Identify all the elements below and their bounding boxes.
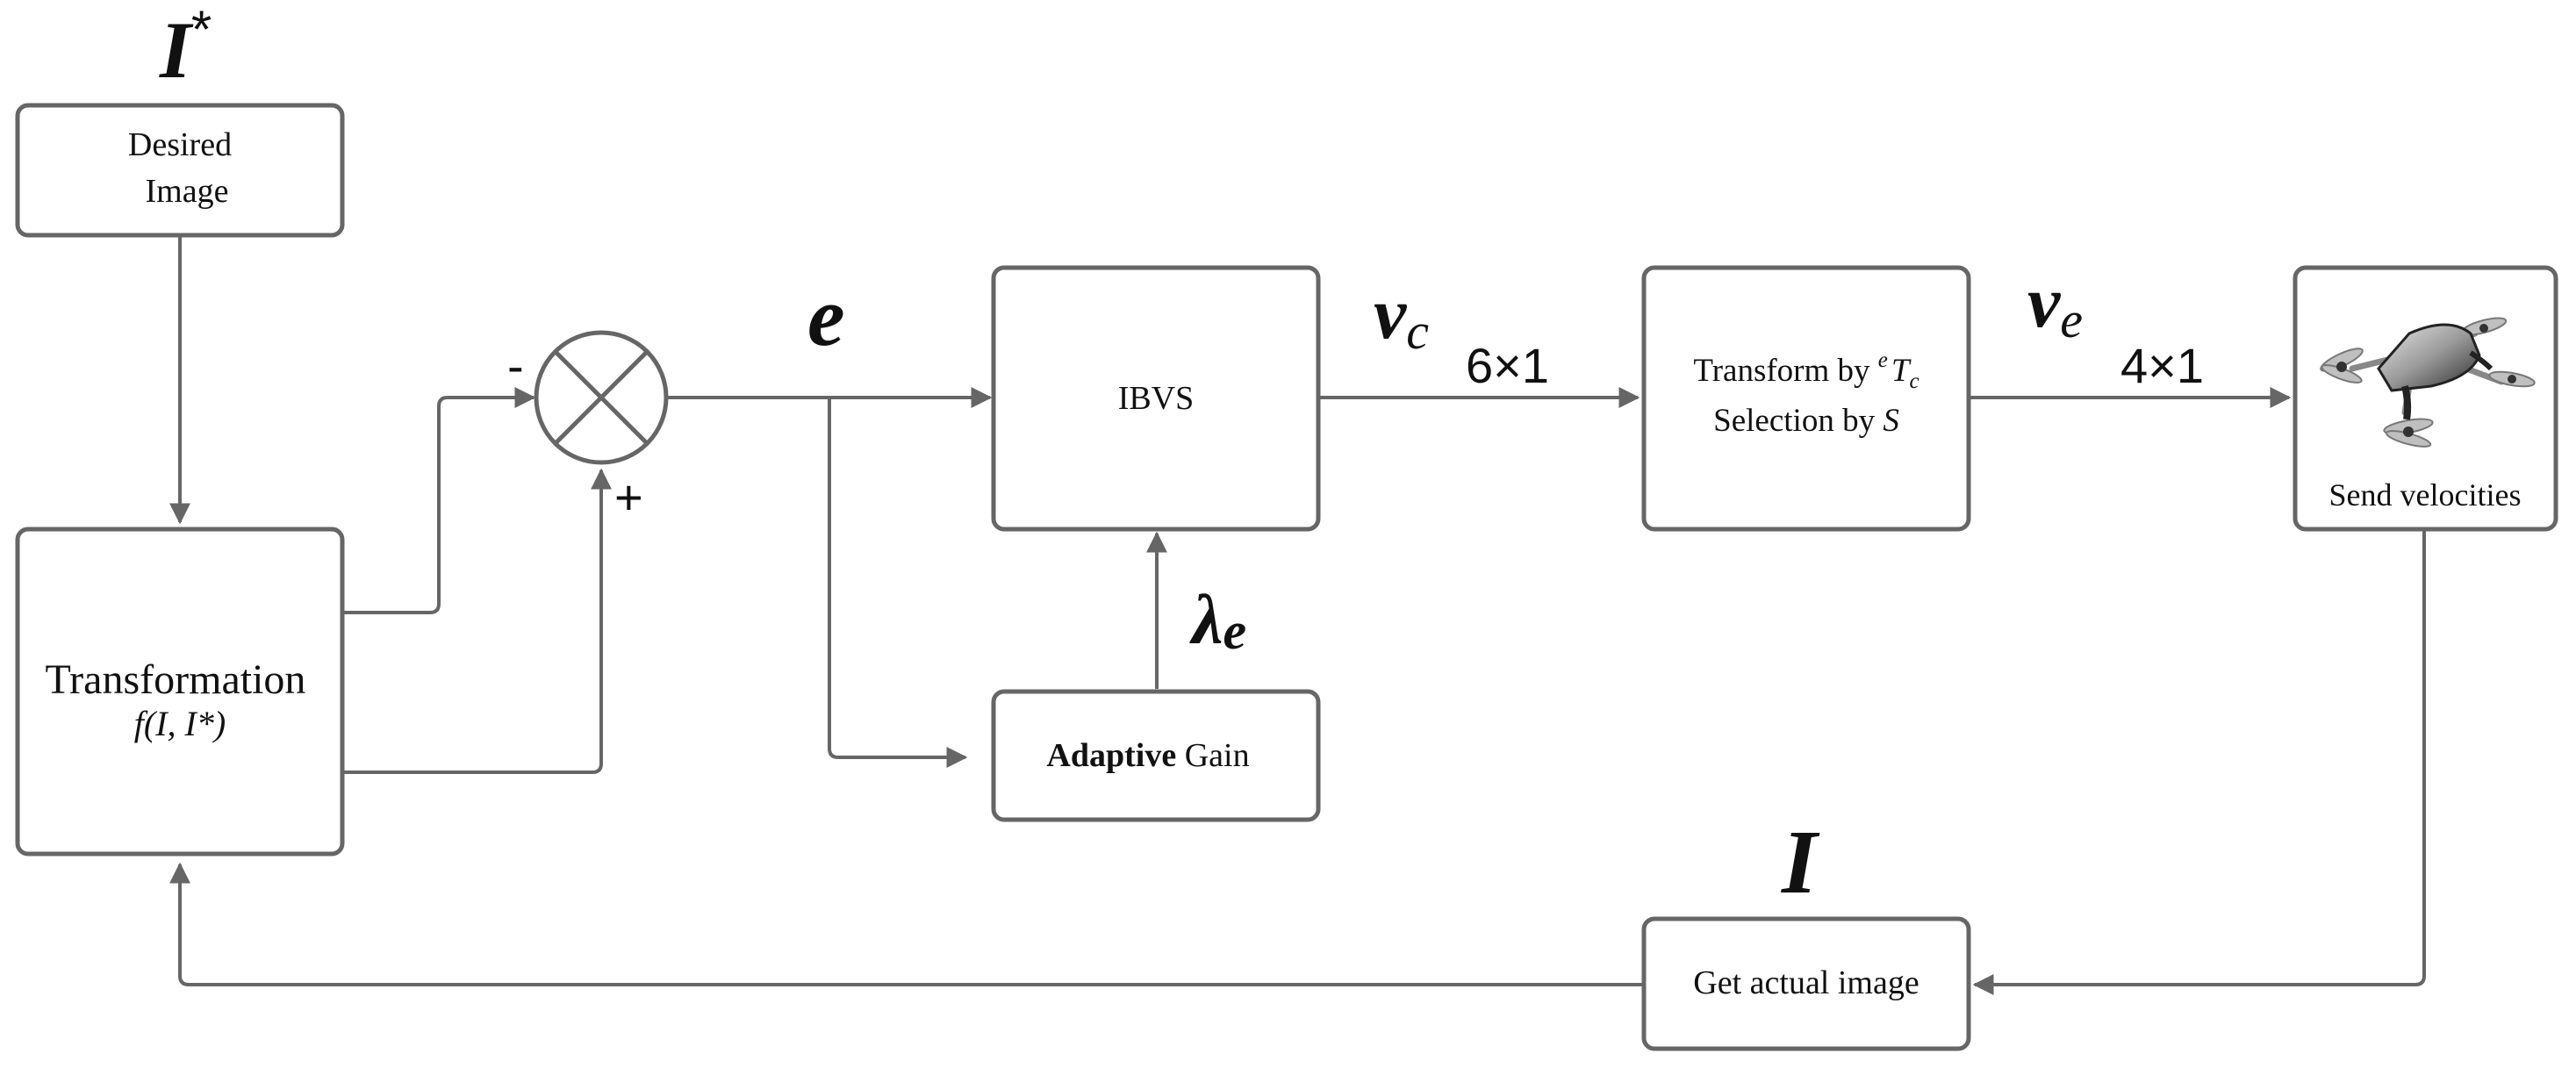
wire-transformation-to-sum-plus (344, 468, 612, 774)
ibvs-label: IBVS (1118, 380, 1195, 417)
nu-c-symbol: νc (1374, 273, 1429, 360)
nu-c-symbol-base: ν (1374, 273, 1408, 355)
transform-line2-prefix: Selection by (1713, 403, 1883, 439)
transform-line1-sym: T (1891, 353, 1912, 389)
desired-image-label-line2: Image (146, 173, 229, 210)
wire-get-image-to-transformation (169, 862, 1644, 986)
adaptive-gain-block: Adaptive Gain (991, 689, 1321, 822)
nu-e-symbol-sub: e (2060, 291, 2083, 348)
transformation-formula: f(I, I*) (134, 704, 226, 743)
transform-line1-prefix: Transform by (1693, 353, 1877, 389)
minus-sign: - (507, 338, 524, 393)
transform-line2-sym: S (1883, 403, 1899, 439)
ibvs-block: IBVS (991, 265, 1321, 532)
plus-sign: + (614, 469, 643, 525)
adaptive-gain-label: Adaptive Gain (1046, 737, 1249, 774)
summing-junction-icon (534, 330, 669, 465)
nu-e-symbol-base: ν (2027, 262, 2062, 343)
nu-c-symbol-sub: c (1406, 303, 1429, 360)
desired-image-symbol-base: I (159, 5, 194, 95)
transformation-block: Transformation f(I, I*) (15, 527, 345, 857)
get-actual-image-block: Get actual image (1641, 916, 1971, 1051)
transformation-title: Transformation (46, 656, 306, 703)
desired-image-symbol: I* (159, 0, 212, 95)
send-velocities-block: Send velocities (2293, 265, 2558, 532)
desired-image-label-line1: Desired (128, 126, 232, 163)
lambda-symbol-sub: e (1223, 602, 1247, 660)
transform-line1-sub: c (1909, 369, 1919, 393)
wire-error-to-adaptive-gain (828, 398, 968, 768)
send-velocities-label: Send velocities (2329, 477, 2522, 512)
wire-transformation-to-sum-minus (344, 387, 536, 614)
desired-image-block: Desired Image (15, 103, 345, 238)
transform-line2: Selection by S (1713, 403, 1899, 439)
desired-image-symbol-sup: * (191, 0, 212, 59)
nu-e-dimension: 4×1 (2120, 338, 2204, 393)
error-symbol: e (807, 269, 845, 363)
nu-c-dimension: 6×1 (1466, 338, 1549, 393)
adaptive-gain-label-bold: Adaptive (1046, 737, 1176, 774)
wire-send-to-get-image (1972, 531, 2426, 995)
lambda-symbol: λe (1189, 582, 1246, 660)
actual-image-symbol: I (1780, 812, 1820, 913)
adaptive-gain-label-rest: Gain (1176, 737, 1249, 774)
quadrotor-drone-icon (2320, 317, 2536, 448)
signal-wires (169, 235, 2426, 995)
lambda-symbol-base: λ (1189, 582, 1223, 659)
get-actual-image-label: Get actual image (1693, 964, 1919, 1001)
transform-line1-sup: e (1878, 348, 1888, 372)
nu-e-symbol: νe (2027, 262, 2083, 348)
